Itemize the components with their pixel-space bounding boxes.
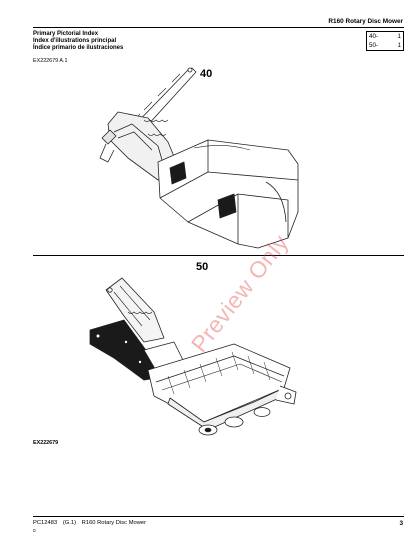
footer-group: (G.1) — [62, 520, 77, 526]
page-number: 3 — [399, 520, 403, 527]
footer-info: PC12483 (G.1) R160 Rotary Disc Mower — [33, 520, 146, 526]
footer-rule — [33, 516, 404, 517]
mower-illustration-50 — [89, 277, 297, 436]
top-figure-code: EX222679 A.1 — [33, 58, 68, 64]
footer-revision: 0 — [33, 528, 36, 533]
index-heading-en: Primary Pictorial Index — [33, 31, 99, 37]
document-title: R160 Rotary Disc Mower — [328, 18, 403, 25]
section-number-40: 40 — [200, 68, 213, 80]
ref-value: 1 — [397, 42, 401, 49]
footer-doc-number: PC12483 — [33, 520, 58, 526]
section-reference-box: 40- 1 50- 1 — [366, 31, 404, 51]
ref-row-50: 50- 1 — [369, 41, 401, 50]
section-divider — [33, 255, 404, 256]
ref-row-40: 40- 1 — [369, 32, 401, 41]
section-number-50: 50 — [196, 261, 209, 273]
ref-label: 50- — [369, 42, 379, 49]
footer-title: R160 Rotary Disc Mower — [81, 520, 147, 526]
index-heading-fr: Index d'illustrations principal — [33, 38, 117, 44]
header-rule — [33, 27, 404, 28]
ref-label: 40- — [369, 33, 379, 40]
ref-value: 1 — [397, 33, 401, 40]
index-heading-es: Índice primario de ilustraciones — [33, 45, 124, 51]
bottom-figure-code: EX222679 — [33, 440, 59, 446]
mower-illustration-40 — [99, 67, 299, 249]
